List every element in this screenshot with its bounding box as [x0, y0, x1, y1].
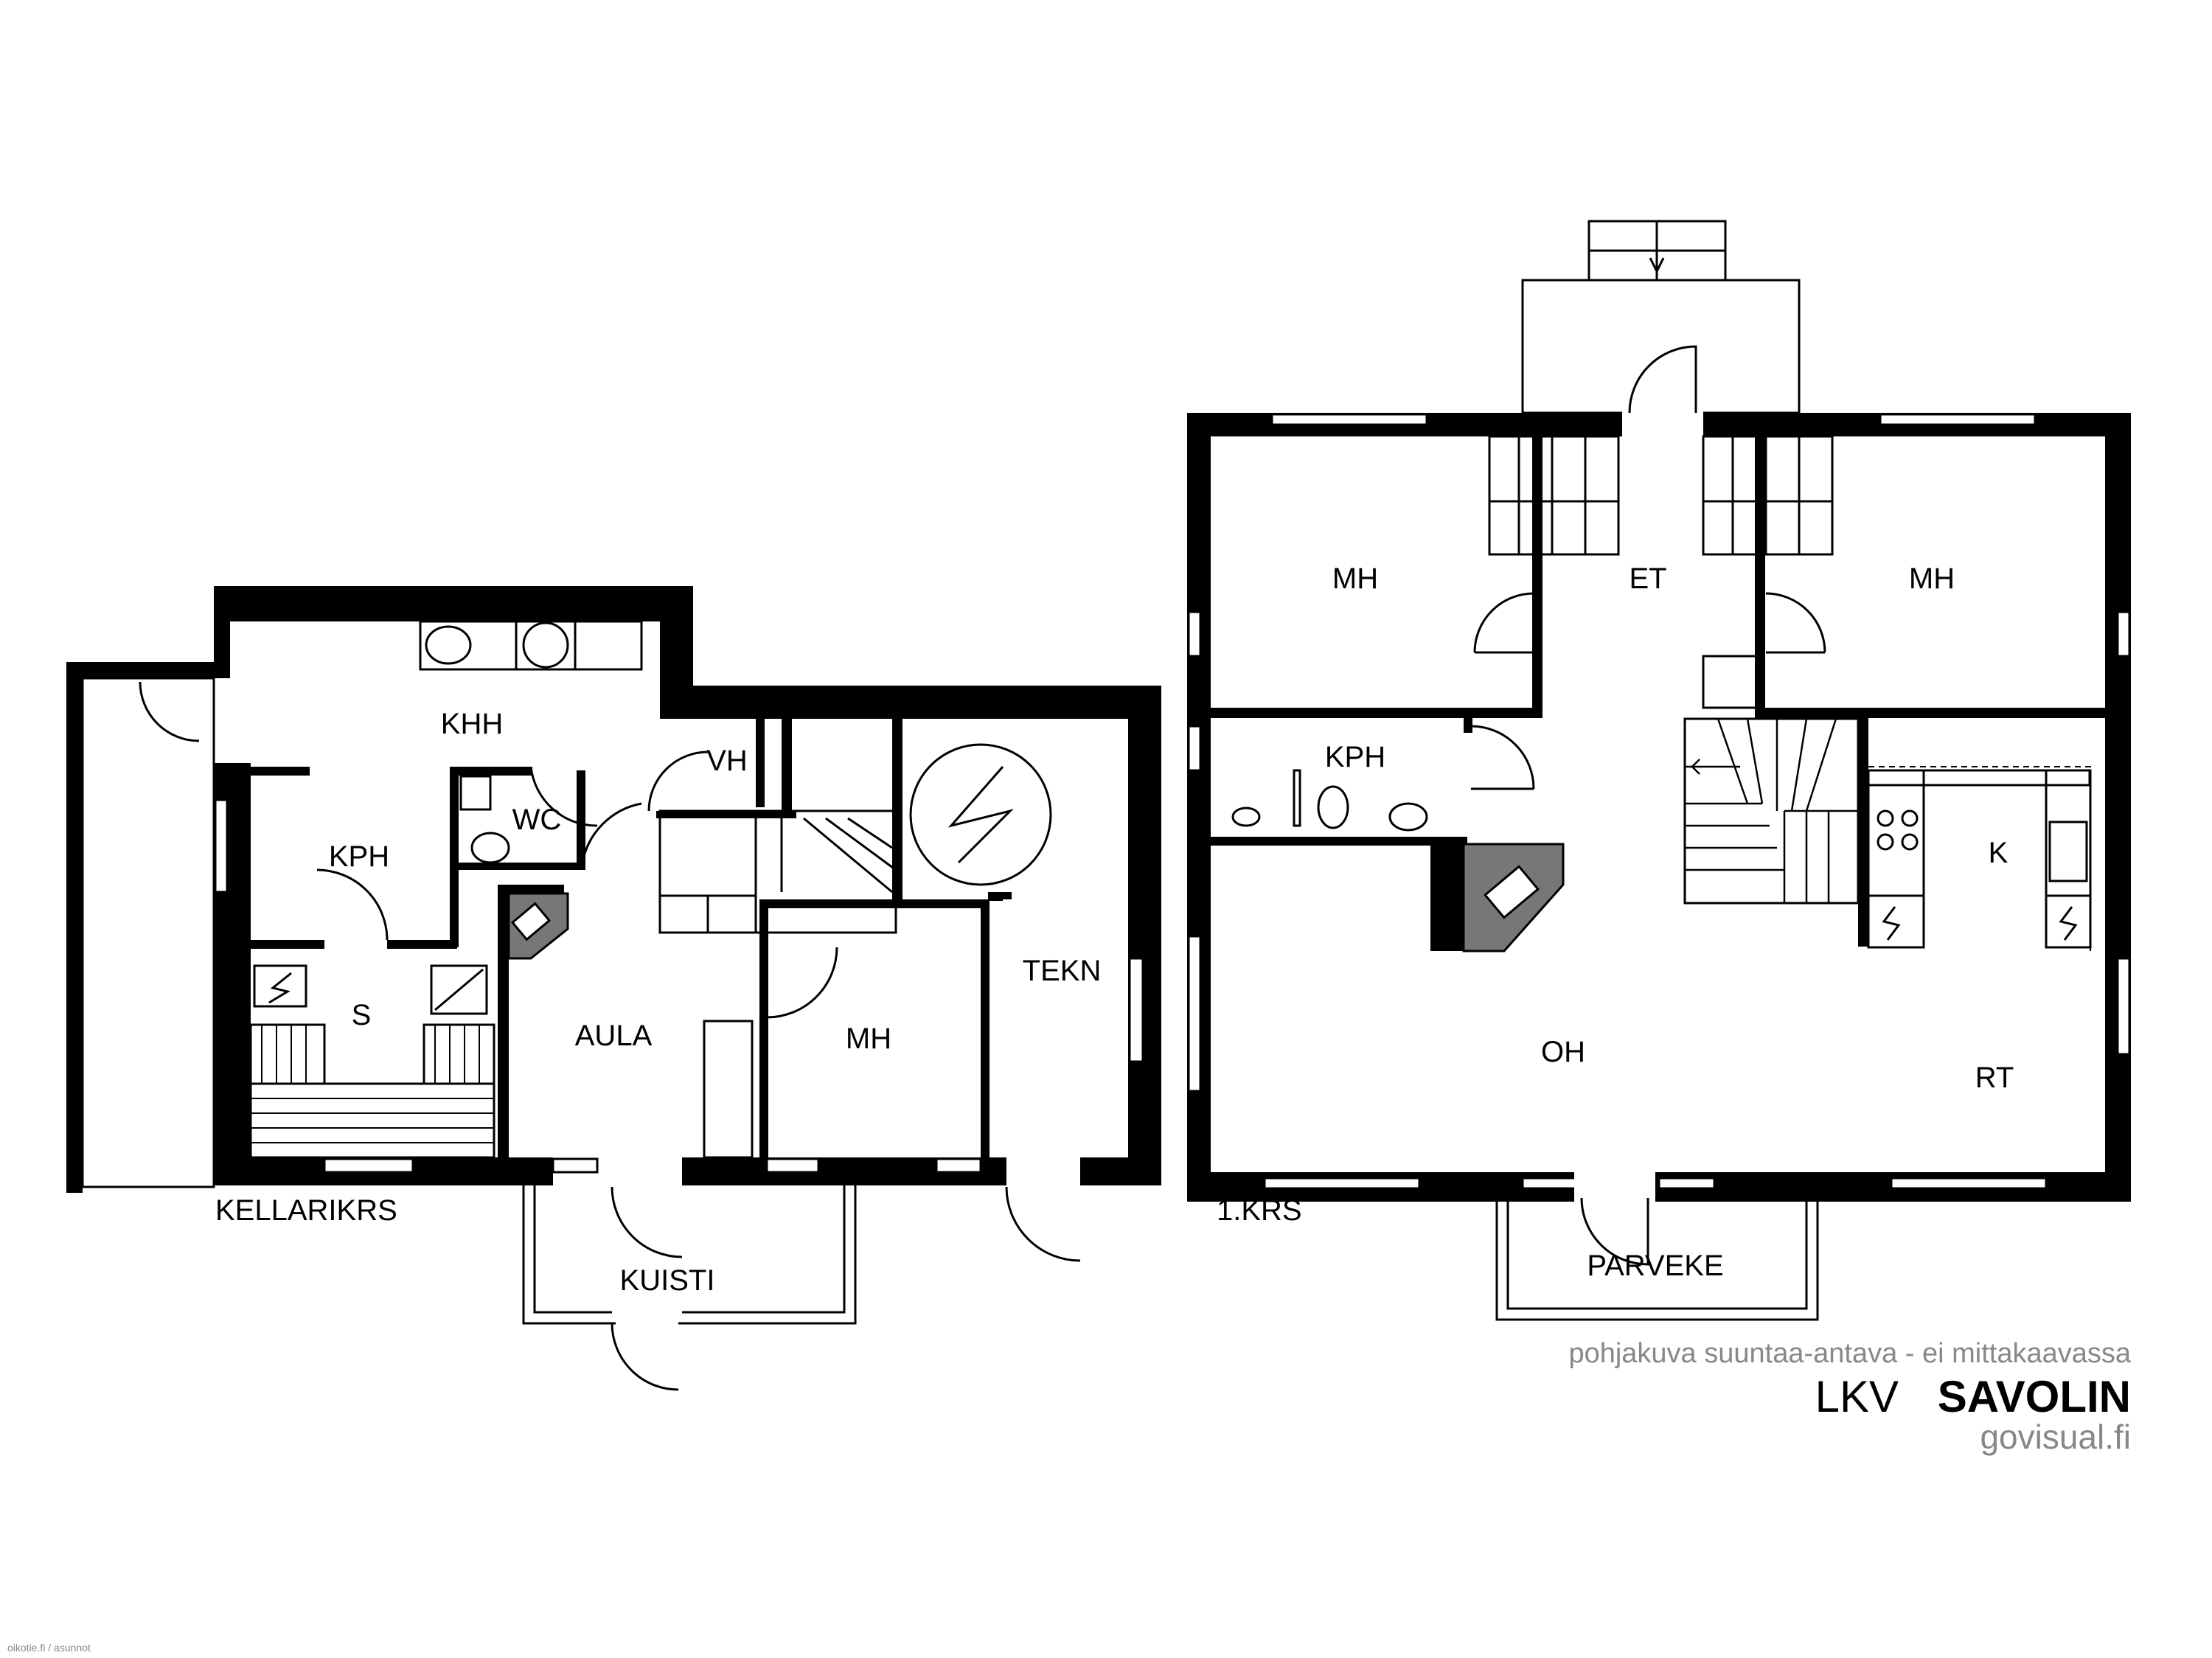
- shower-icon: [1231, 807, 1261, 827]
- window: [2116, 957, 2131, 1056]
- room-label-kuisti: KUISTI: [620, 1264, 715, 1297]
- floor-label-basement: KELLARIKRS: [215, 1194, 397, 1227]
- door: [611, 1186, 683, 1258]
- door: [316, 868, 389, 941]
- window: [323, 1157, 414, 1174]
- floor-label-first: 1.KRS: [1217, 1194, 1302, 1227]
- kitchen-sink-icon: [2048, 821, 2088, 882]
- window: [1658, 1177, 1716, 1190]
- room-label-vh: VH: [706, 745, 748, 777]
- boiler-icon: [909, 743, 1052, 886]
- window: [2116, 610, 2131, 658]
- room-label-tekn: TEKN: [1023, 955, 1102, 987]
- source-credit: oikotie.fi / asunnot: [7, 1642, 91, 1654]
- window: [1263, 1177, 1421, 1190]
- room-label-k: K: [1989, 837, 2008, 869]
- window: [1270, 413, 1428, 426]
- door: [1473, 592, 1534, 653]
- door: [1470, 725, 1535, 790]
- room-label-parveke: PARVEKE: [1587, 1250, 1723, 1282]
- window: [935, 1157, 982, 1174]
- toilet-icon: [470, 832, 510, 864]
- door: [1765, 592, 1826, 653]
- electric-stove-icon: [253, 964, 307, 1008]
- door: [139, 681, 200, 742]
- sink-icon: [425, 625, 472, 665]
- window: [552, 1157, 599, 1174]
- room-label-kph: KPH: [329, 840, 389, 873]
- room-label-mh: MH: [846, 1023, 891, 1055]
- first-floor-plan: [1187, 220, 2131, 1321]
- room-label-mh-left: MH: [1332, 562, 1378, 595]
- window: [1879, 413, 2037, 426]
- disclaimer-note: pohjakuva suuntaa-antava - ei mittakaava…: [1568, 1338, 2131, 1369]
- basement-plan: [66, 586, 1161, 1391]
- window: [1890, 1177, 2048, 1190]
- brand-logo: LKV SAVOLIN: [1815, 1372, 2131, 1421]
- window: [214, 798, 229, 894]
- door: [1580, 1197, 1649, 1266]
- window: [1187, 725, 1202, 772]
- room-label-mh-right: MH: [1909, 562, 1955, 595]
- window: [1521, 1177, 1579, 1190]
- washing-machine-icon: [522, 621, 569, 669]
- room-label-oh: OH: [1541, 1036, 1585, 1068]
- room-label-wc: WC: [512, 804, 562, 836]
- room-label-aula: AULA: [575, 1020, 653, 1052]
- brand-name: SAVOLIN: [1938, 1372, 2131, 1421]
- room-label-kph-first: KPH: [1325, 741, 1385, 773]
- door: [581, 802, 642, 863]
- window: [1187, 610, 1202, 658]
- door: [766, 947, 838, 1019]
- room-label-et: ET: [1629, 562, 1666, 595]
- stove-icon: [1877, 809, 1894, 827]
- window: [765, 1157, 820, 1174]
- toilet-icon: [1317, 785, 1349, 829]
- brand-prefix: LKV: [1815, 1372, 1899, 1421]
- door: [1628, 345, 1697, 414]
- window: [1187, 935, 1202, 1093]
- room-label-khh: KHH: [441, 708, 503, 740]
- door: [647, 750, 709, 812]
- room-label-rt: RT: [1975, 1062, 2014, 1094]
- window: [1128, 957, 1144, 1063]
- website-label: govisual.fi: [1980, 1418, 2131, 1456]
- sink-icon: [1388, 802, 1428, 832]
- room-label-sauna: S: [352, 999, 372, 1031]
- door: [1005, 1186, 1081, 1262]
- door: [529, 766, 598, 827]
- door: [611, 1323, 679, 1391]
